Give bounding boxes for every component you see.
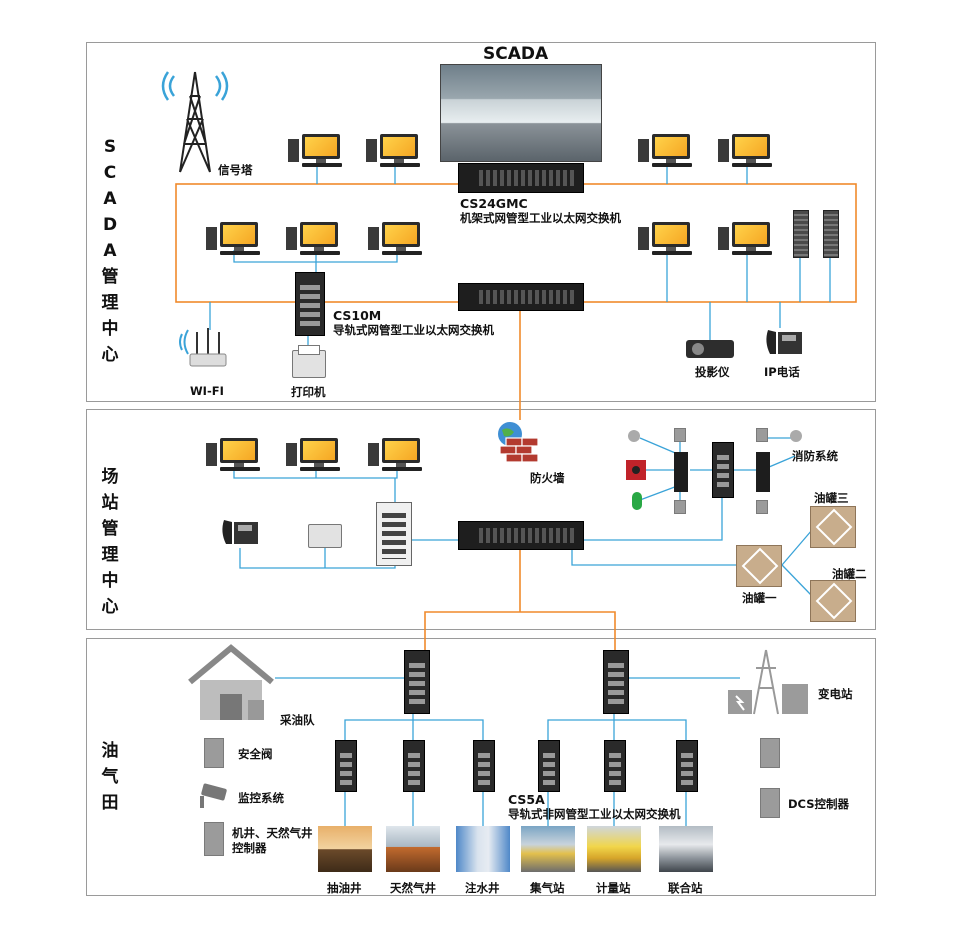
field-din-switch bbox=[404, 650, 430, 714]
edge-din-switch bbox=[538, 740, 560, 792]
io-module bbox=[674, 428, 686, 442]
printer-icon bbox=[308, 524, 342, 548]
site-label: 联合站 bbox=[668, 881, 703, 895]
io-module bbox=[756, 500, 768, 514]
workstation-icon bbox=[638, 134, 696, 168]
desk-phone-icon bbox=[220, 516, 260, 548]
workstation-icon bbox=[286, 222, 344, 256]
workstation-icon bbox=[288, 134, 346, 168]
alarm-button-icon bbox=[626, 460, 646, 480]
safety-valve-icon bbox=[204, 738, 224, 768]
tank-one-icon bbox=[736, 545, 782, 587]
field-label: 油气田 bbox=[101, 741, 119, 813]
production-team-label: 采油队 bbox=[280, 713, 315, 727]
substation-icon bbox=[726, 648, 810, 716]
tank-one-label: 油罐一 bbox=[742, 591, 777, 605]
station-rack-switch bbox=[458, 521, 584, 550]
workstation-icon bbox=[206, 222, 264, 256]
safety-valve-label: 安全阀 bbox=[238, 747, 273, 761]
scada-title: SCADA bbox=[483, 44, 549, 64]
workstation-icon bbox=[368, 222, 426, 256]
projector-icon bbox=[686, 340, 734, 358]
tank-two-label: 油罐二 bbox=[832, 567, 867, 581]
fire-node-icon bbox=[756, 452, 770, 492]
server-icon bbox=[793, 210, 809, 258]
dcs-controller-icon bbox=[760, 788, 780, 818]
green-sensor-icon bbox=[632, 492, 642, 510]
workstation-icon bbox=[206, 438, 264, 472]
pump-well-photo bbox=[318, 826, 372, 872]
edge-din-switch bbox=[473, 740, 495, 792]
wifi-label: WI-FI bbox=[190, 384, 224, 398]
metering-station-photo bbox=[587, 826, 641, 872]
printer-icon bbox=[292, 345, 326, 378]
station-switch bbox=[376, 502, 412, 566]
field-din-switch bbox=[603, 650, 629, 714]
server-icon bbox=[823, 210, 839, 258]
control-room-photo bbox=[440, 64, 602, 162]
io-module bbox=[756, 428, 768, 442]
blue-links bbox=[209, 162, 831, 826]
dcs-module bbox=[760, 738, 780, 768]
edge-din-switch bbox=[604, 740, 626, 792]
site-label: 天然气井 bbox=[390, 881, 436, 895]
gas-gathering-station-photo bbox=[521, 826, 575, 872]
cs10m-din-switch bbox=[295, 272, 325, 336]
dcs-label: DCS控制器 bbox=[788, 797, 849, 811]
production-team-icon bbox=[186, 642, 276, 722]
cs24gmc-model-label: CS24GMC bbox=[460, 196, 528, 211]
well-controller-icon bbox=[204, 822, 224, 856]
workstation-icon bbox=[638, 222, 696, 256]
printer-label: 打印机 bbox=[291, 385, 326, 399]
firewall-icon bbox=[496, 420, 542, 463]
fire-din-switch bbox=[712, 442, 734, 498]
workstation-icon bbox=[718, 222, 776, 256]
smoke-sensor-icon bbox=[790, 430, 802, 442]
signal-tower-label: 信号塔 bbox=[218, 163, 253, 177]
workstation-icon bbox=[286, 438, 344, 472]
tank-three-icon bbox=[810, 506, 856, 548]
tank-two-icon bbox=[810, 580, 856, 622]
surveillance-label: 监控系统 bbox=[238, 791, 284, 805]
site-label: 集气站 bbox=[530, 881, 565, 895]
io-module bbox=[674, 500, 686, 514]
fire-node-icon bbox=[674, 452, 688, 492]
cs10m-desc-label: 导轨式网管型工业以太网交换机 bbox=[333, 323, 494, 337]
well-controller-label: 机井、天然气井 控制器 bbox=[232, 826, 313, 855]
scada-center-label: SCADA管理中心 bbox=[101, 137, 119, 365]
smoke-sensor-icon bbox=[628, 430, 640, 442]
workstation-icon bbox=[718, 134, 776, 168]
workstation-icon bbox=[368, 438, 426, 472]
fire-system-label: 消防系统 bbox=[792, 449, 838, 463]
cs24gmc-desc-label: 机架式网管型工业以太网交换机 bbox=[460, 211, 621, 225]
gas-well-photo bbox=[386, 826, 440, 872]
ip-phone-label: IP电话 bbox=[764, 365, 800, 379]
firewall-label: 防火墙 bbox=[530, 471, 565, 485]
wifi-router-icon bbox=[176, 326, 238, 370]
edge-din-switch bbox=[403, 740, 425, 792]
cs24gmc-rack-switch bbox=[458, 163, 584, 193]
tank-three-label: 油罐三 bbox=[814, 491, 849, 505]
station-center-label: 场站管理中心 bbox=[101, 467, 119, 617]
workstation-icon bbox=[366, 134, 424, 168]
combined-station-photo bbox=[659, 826, 713, 872]
edge-din-switch bbox=[335, 740, 357, 792]
cs5a-model-label: CS5A bbox=[508, 792, 545, 807]
substation-label: 变电站 bbox=[818, 687, 853, 701]
signal-tower-icon bbox=[160, 64, 230, 174]
site-label: 计量站 bbox=[596, 881, 631, 895]
site-label: 抽油井 bbox=[327, 881, 362, 895]
projector-label: 投影仪 bbox=[695, 365, 730, 379]
cs10m-model-label: CS10M bbox=[333, 308, 382, 323]
ip-phone-icon bbox=[764, 326, 804, 358]
camera-icon bbox=[196, 782, 230, 810]
station-center-panel bbox=[86, 409, 876, 630]
site-label: 注水井 bbox=[465, 881, 500, 895]
water-injection-well-photo bbox=[456, 826, 510, 872]
rack-switch bbox=[458, 283, 584, 311]
edge-din-switch bbox=[676, 740, 698, 792]
cs5a-desc-label: 导轨式非网管型工业以太网交换机 bbox=[508, 807, 681, 821]
